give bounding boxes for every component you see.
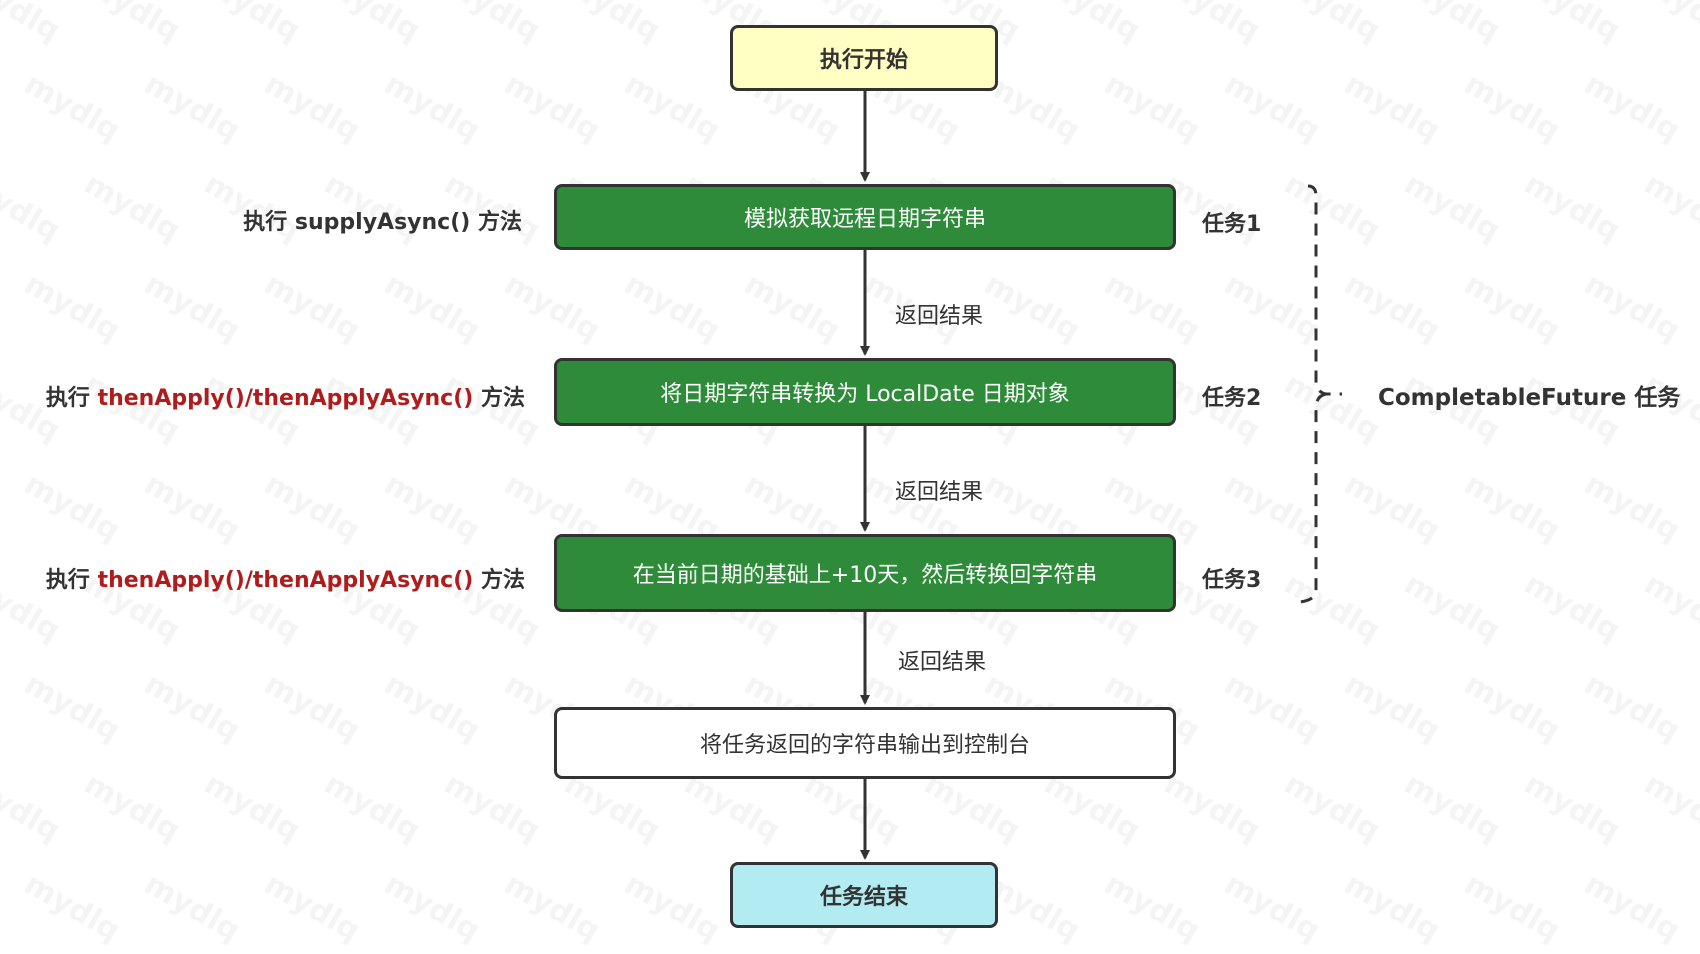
side-label-suffix: 方法 — [473, 386, 525, 411]
edge-label-return-1: 返回结果 — [895, 304, 984, 329]
task-tag-2: 任务2 — [1202, 386, 1262, 411]
task3-node: 在当前日期的基础上+10天，然后转换回字符串 — [554, 534, 1176, 612]
task-tag-3: 任务3 — [1202, 568, 1262, 593]
start-node: 执行开始 — [730, 25, 998, 91]
side-label-suffix: 方法 — [473, 568, 525, 593]
side-label-task3: 执行 thenApply()/thenApplyAsync() 方法 — [46, 562, 525, 594]
side-label-method: supplyAsync() — [294, 210, 471, 235]
task2-node: 将日期字符串转换为 LocalDate 日期对象 — [554, 358, 1176, 426]
edge-label-return-3: 返回结果 — [898, 650, 987, 675]
side-label-suffix: 方法 — [470, 210, 522, 235]
task-tag-1: 任务1 — [1202, 212, 1262, 237]
group-brace — [1299, 184, 1342, 604]
task1-node: 模拟获取远程日期字符串 — [554, 184, 1176, 250]
side-label-task2: 执行 thenApply()/thenApplyAsync() 方法 — [46, 380, 525, 412]
completablefuture-group-label: CompletableFuture 任务 — [1378, 385, 1681, 411]
output-node: 将任务返回的字符串输出到控制台 — [554, 707, 1176, 779]
side-label-prefix: 执行 — [45, 386, 98, 411]
edge-label-return-2: 返回结果 — [895, 480, 984, 505]
side-label-prefix: 执行 — [243, 210, 295, 235]
side-label-method: thenApply()/thenApplyAsync() — [97, 386, 474, 411]
end-node: 任务结束 — [730, 862, 998, 928]
side-label-task1: 执行 supplyAsync() 方法 — [243, 204, 522, 236]
side-label-method: thenApply()/thenApplyAsync() — [97, 568, 474, 593]
side-label-prefix: 执行 — [45, 568, 98, 593]
